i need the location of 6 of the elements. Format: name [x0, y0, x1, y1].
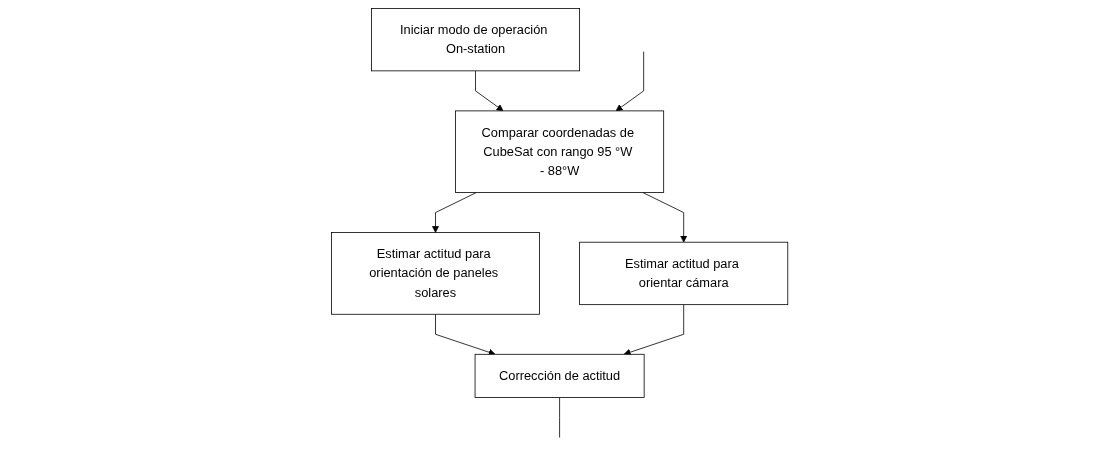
connector — [559, 397, 560, 438]
node-box: Comparar coordenadas de CubeSat con rango 95 °W - 88°W — [455, 110, 664, 193]
node-box: Estimar actitud para orientar cámara — [579, 241, 789, 306]
node-box: Corrección de actitud — [474, 353, 645, 398]
node-box: Estimar actitud para orientación de paneles solares — [330, 232, 540, 315]
node-box: Iniciar modo de operación On-station — [370, 8, 580, 72]
